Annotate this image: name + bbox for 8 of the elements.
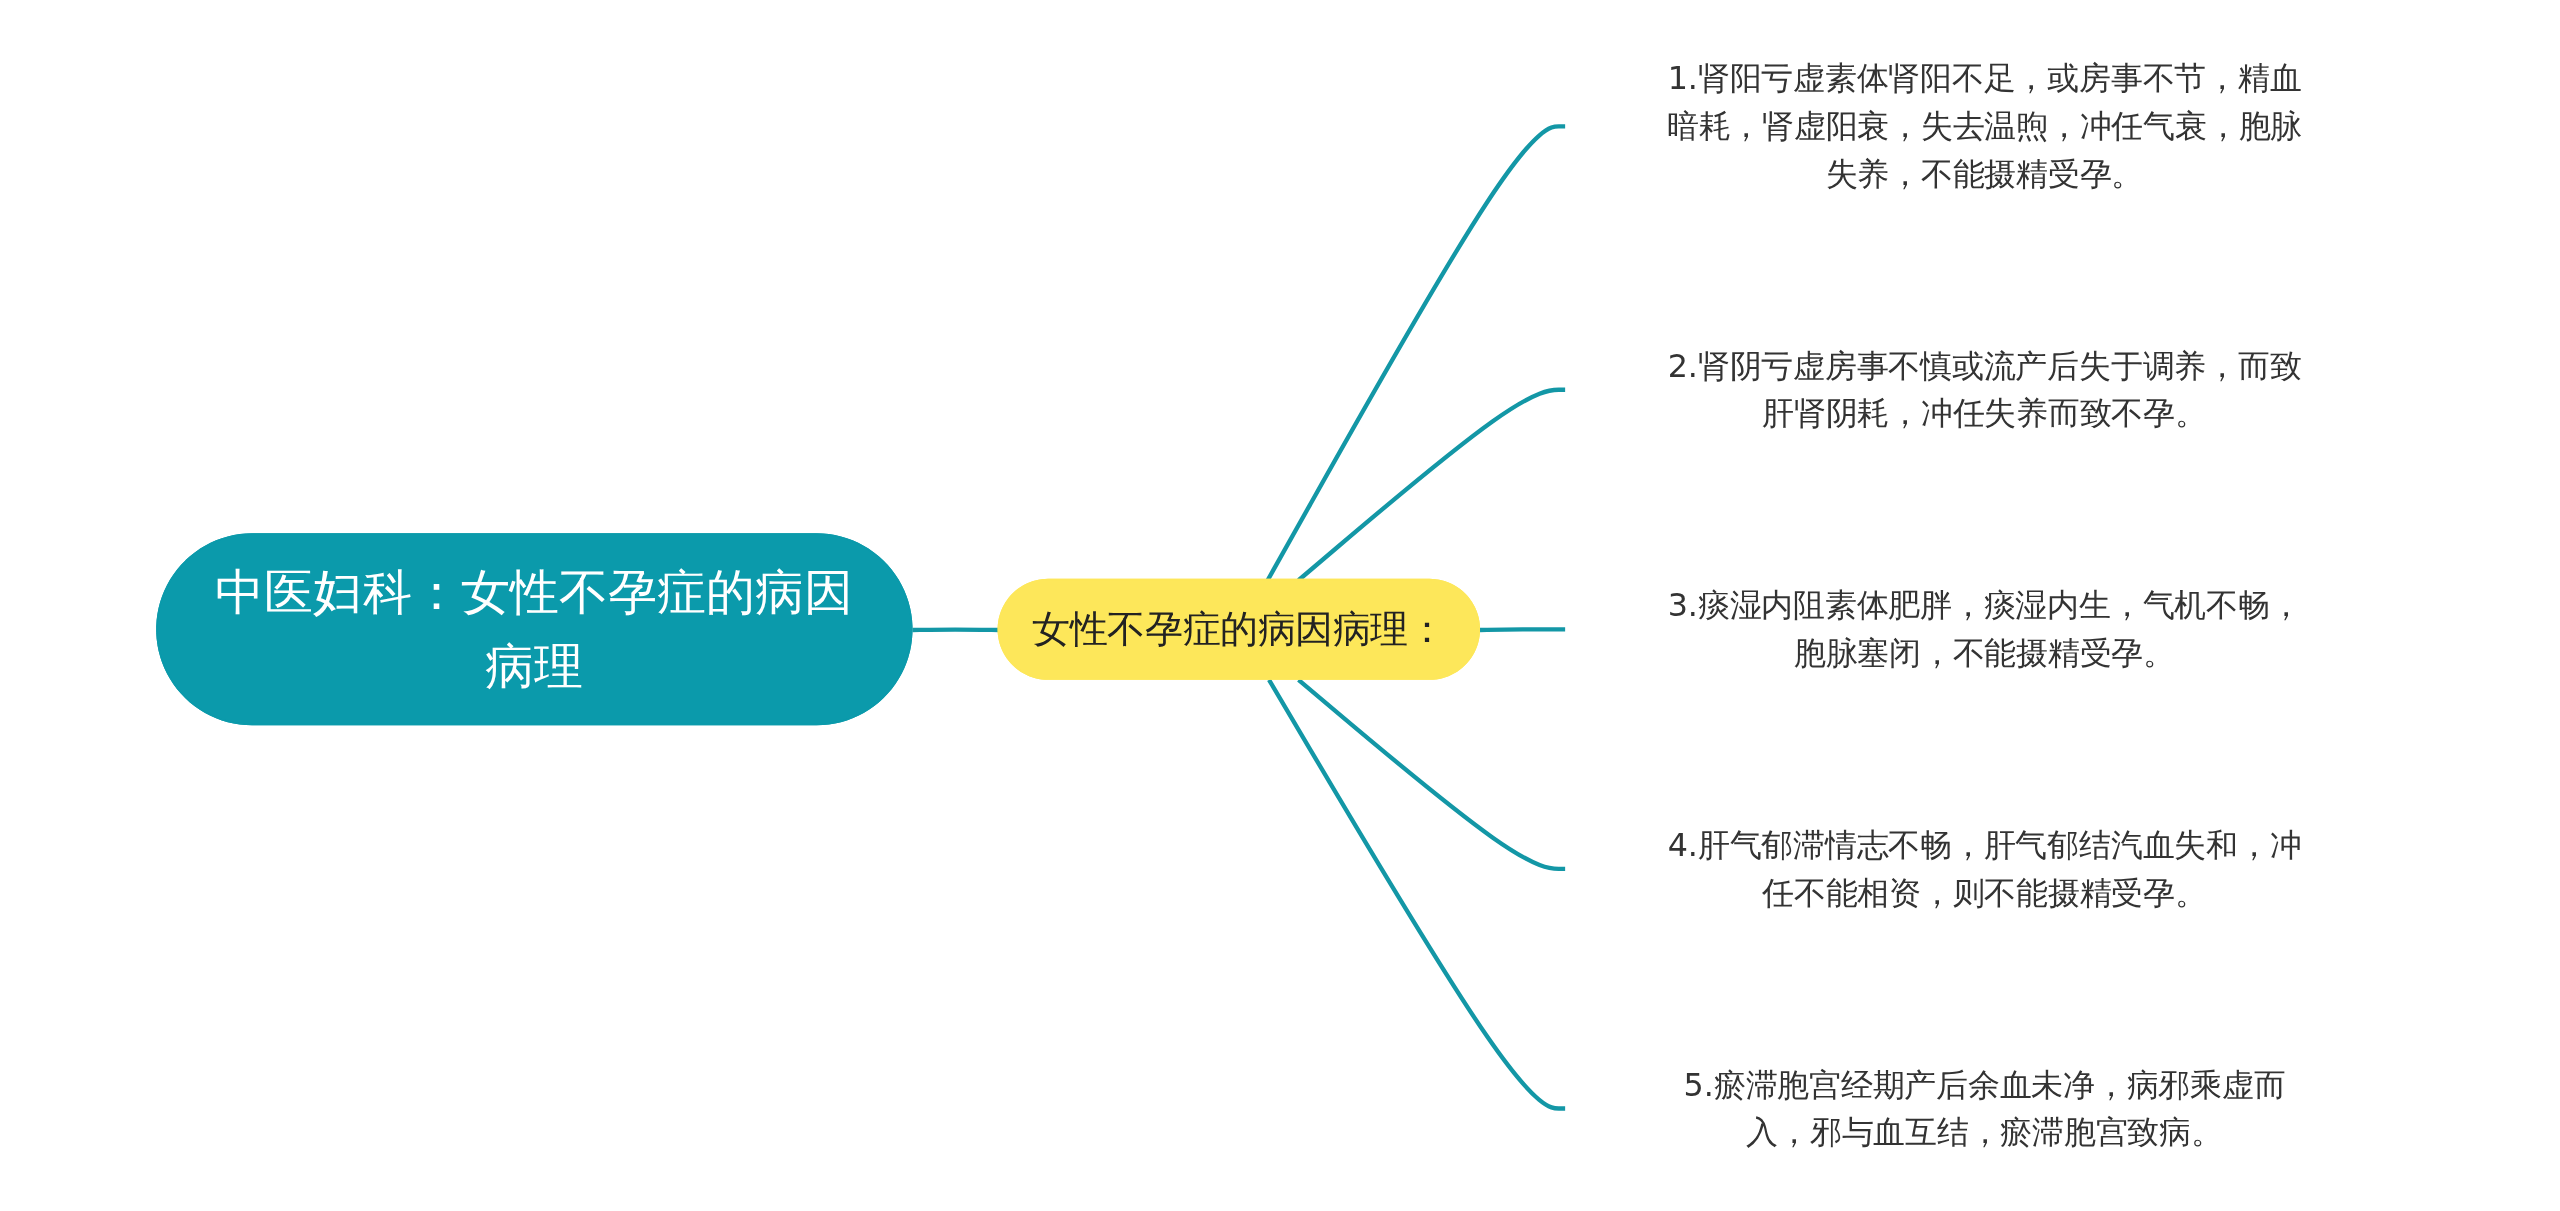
node-text: 5.瘀滞胞宫经期产后余血未净，病邪乘虚而入，邪与血互结，瘀滞胞宫致病。 <box>1683 1066 2286 1151</box>
connector <box>1297 678 1566 872</box>
node-text: 2.肾阴亏虚房事不慎或流产后失于调养，而致肝肾阴耗，冲任失养而致不孕。 <box>1667 347 2302 432</box>
connector <box>1267 678 1566 1111</box>
node-text: 3.痰湿内阻素体肥胖，痰湿内生，气机不畅，胞脉塞闭，不能摄精受孕。 <box>1667 587 2302 672</box>
node-text: 1.肾阳亏虚素体肾阳不足，或房事不节，精血暗耗，肾虚阳衰，失去温煦，冲任气衰，胞脉失养，不能摄精受孕。 <box>1666 60 2303 192</box>
node-text: 4.肝气郁滞情志不畅，肝气郁结汽血失和，冲任不能相资，则不能摄精受孕。 <box>1667 827 2302 911</box>
connector <box>1480 627 1566 633</box>
